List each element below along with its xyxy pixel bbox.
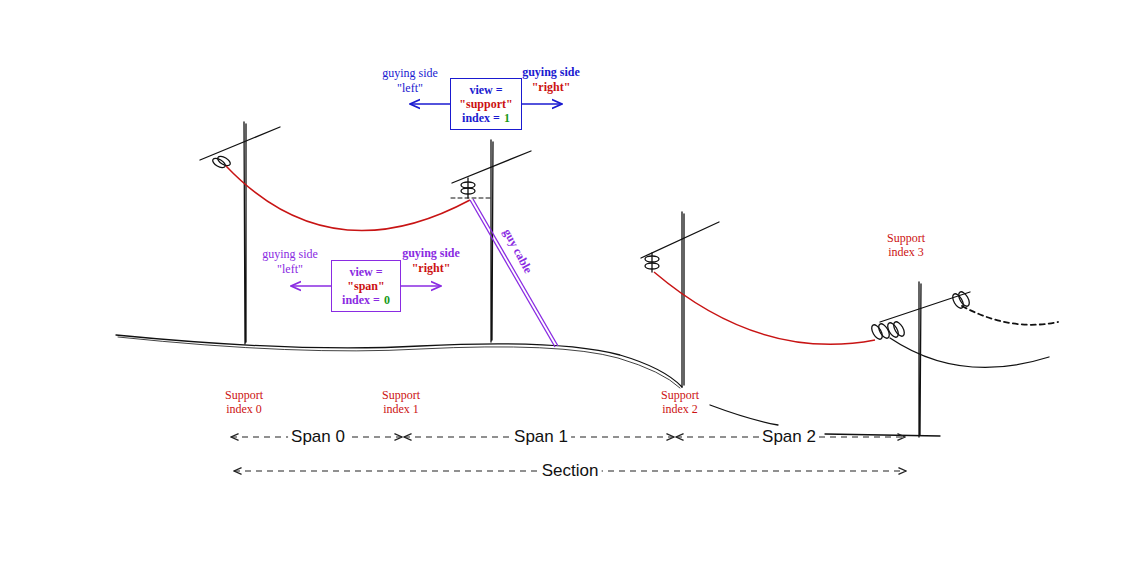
box-text: view = (349, 265, 382, 279)
conductor (890, 338, 1049, 367)
view-value: "span" (347, 279, 384, 293)
insulator (870, 290, 972, 341)
box-text: index = (342, 293, 380, 307)
span-label: Span 0 (288, 426, 348, 447)
conductor (654, 272, 875, 344)
insulator (461, 178, 475, 198)
support-index-label: Support index 2 (650, 388, 710, 416)
support-index-label: Support index 0 (214, 388, 274, 416)
guying-side-value: "right" (532, 80, 571, 94)
guying-side-arrow (410, 103, 450, 104)
box-line: view = (338, 265, 394, 279)
pole (244, 122, 246, 344)
pole (491, 140, 493, 342)
guying-side-value: "left" (397, 81, 423, 95)
view-box: view ="span"index = 0 (331, 260, 401, 312)
conductor-continuation (962, 306, 1058, 325)
box-text: view = (469, 83, 502, 97)
guying-side-arrow (401, 285, 441, 286)
box-line: "support" (457, 97, 515, 111)
index-value: 1 (504, 111, 510, 125)
span-label: Span 1 (511, 426, 571, 447)
conductor (226, 166, 470, 231)
guying-side-arrow (291, 285, 331, 286)
guying-side-label: guying side (262, 247, 318, 261)
guying-side-value: "left" (277, 262, 303, 276)
ground-line (710, 405, 778, 425)
box-line: view = (457, 83, 515, 97)
guy-cable-label: guy cable (499, 224, 537, 279)
span-label: Span 2 (759, 426, 819, 447)
insulator (645, 253, 659, 272)
support-index-label: Support index 1 (371, 388, 431, 416)
view-value: "support" (459, 97, 512, 111)
section-label: Section (539, 460, 602, 481)
guying-side-label: guying side (402, 246, 460, 260)
pole (919, 282, 921, 437)
attachment-mark (451, 198, 491, 199)
ground-line (825, 434, 940, 436)
support-index-label: Support index 3 (876, 231, 936, 259)
crossarm (200, 127, 280, 160)
ground-line (116, 335, 682, 387)
crossarm (641, 222, 719, 258)
crossarm (452, 151, 531, 183)
guying-side-label: guying side (382, 66, 438, 80)
guying-side-label: guying side (522, 65, 580, 79)
ground-line (118, 337, 680, 388)
box-line: index = 1 (457, 111, 515, 125)
box-text: index = (462, 111, 500, 125)
guying-side-arrow (522, 103, 562, 104)
insulator (211, 154, 232, 169)
box-line: "span" (338, 279, 394, 293)
guying-side-value: "right" (412, 261, 451, 275)
crossarm (880, 292, 970, 322)
guy-cable (470, 200, 555, 347)
index-value: 0 (384, 293, 390, 307)
guy-cable (473, 199, 558, 346)
view-box: view ="support"index = 1 (450, 78, 522, 130)
box-line: index = 0 (338, 293, 394, 307)
